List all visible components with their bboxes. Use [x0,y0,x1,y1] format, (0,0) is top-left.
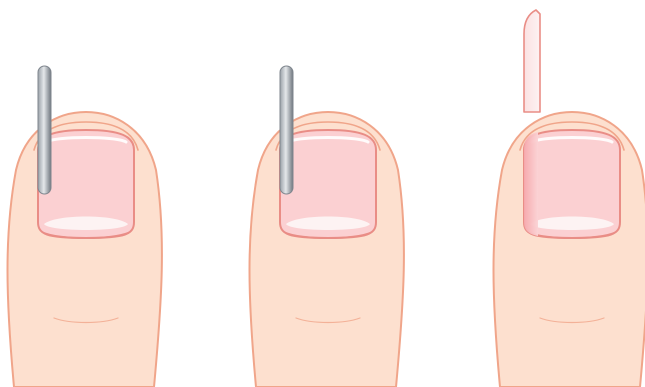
removed-nail-strip [524,132,538,236]
probe-instrument [280,66,293,194]
probe-instrument [38,66,51,194]
toe-panel-1 [8,66,162,387]
toe-panel-2 [250,66,404,387]
toe-panel-3 [494,10,645,387]
removed-nail-piece [524,10,540,112]
